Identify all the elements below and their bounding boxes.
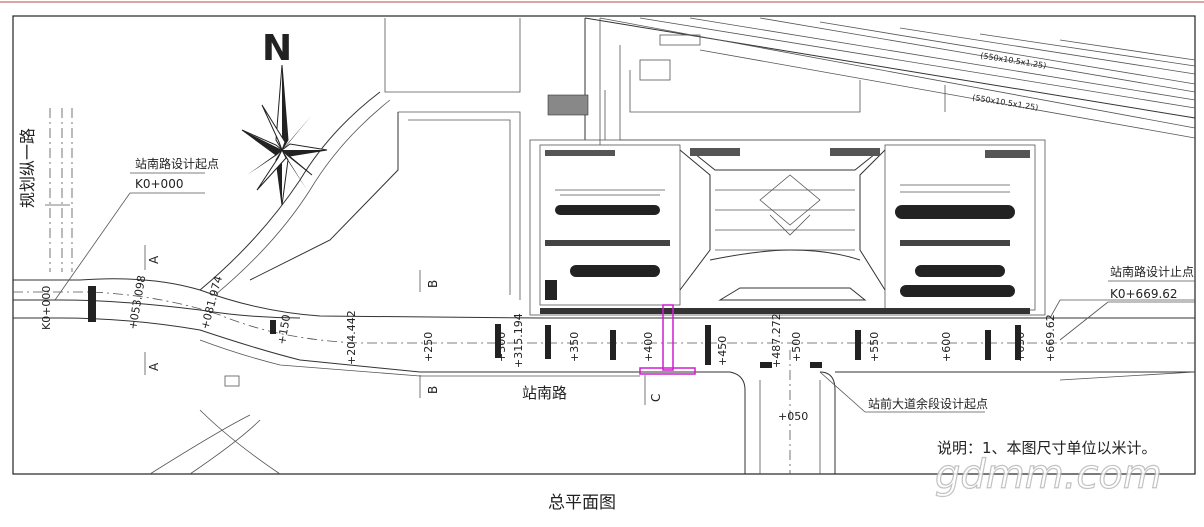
section-a-top: A [147,255,161,264]
land-parcels [249,18,606,300]
chainage-250: +250 [422,332,435,362]
watermark: gdmm.com [935,452,1162,498]
chainage-450: +450 [716,336,729,366]
planned-road-vertical [45,108,73,272]
crosswalk-marks [88,286,1021,368]
planned-road-label: 规划纵一路 [18,128,37,208]
main-road-zhannan [13,278,1196,474]
plaza-start-label: 站前大道余段设计起点 [868,396,988,411]
end-point-label: 站南路设计止点 [1110,264,1194,279]
start-chainage-label: K0+000 [135,177,183,191]
section-a-bottom: A [147,362,161,371]
railway-tracks [584,17,1196,145]
chainage-081: +081.974 [198,275,225,331]
drawing-caption: 总平面图 [548,493,616,513]
main-road-name: 站南路 [522,384,567,402]
chainage-300: +300 [495,332,508,362]
chainage-315: +315.194 [512,313,525,368]
drawing-note: 说明：1、本图尺寸单位以米计。 [937,439,1157,457]
chainage-050: +050 [778,410,808,423]
chainage-500: +500 [790,332,803,362]
chainage-400: +400 [642,332,655,362]
section-marks: A A B B C [144,245,663,405]
access-road [199,91,391,296]
start-point-label: 站南路设计起点 [135,156,219,171]
chainage-669: +669.62 [1044,314,1057,362]
drawing-frame [12,15,1196,475]
track-dim-2: (550x10.5x1.25) [972,93,1039,112]
chainage-k0: K0+000 [40,286,53,330]
chainage-350: +350 [568,332,581,362]
chainage-650: +650 [1014,332,1027,362]
chainage-550: +550 [868,332,881,362]
chainage-487: +487.272 [770,313,783,368]
end-chainage-label: K0+669.62 [1110,287,1178,301]
north-arrow-icon [241,64,328,206]
section-b-top: B [426,280,440,288]
section-c-bottom: C [649,394,663,402]
station-plaza [529,139,1046,375]
chainage-labels: K0+000 +053.098 +081.974 +150 +204.442 +… [40,274,1057,423]
chainage-204: +204.442 [345,310,358,365]
chainage-150: +150 [275,314,293,346]
section-b-bottom: B [426,386,440,394]
chainage-600: +600 [940,332,953,362]
north-label: N [262,28,292,69]
